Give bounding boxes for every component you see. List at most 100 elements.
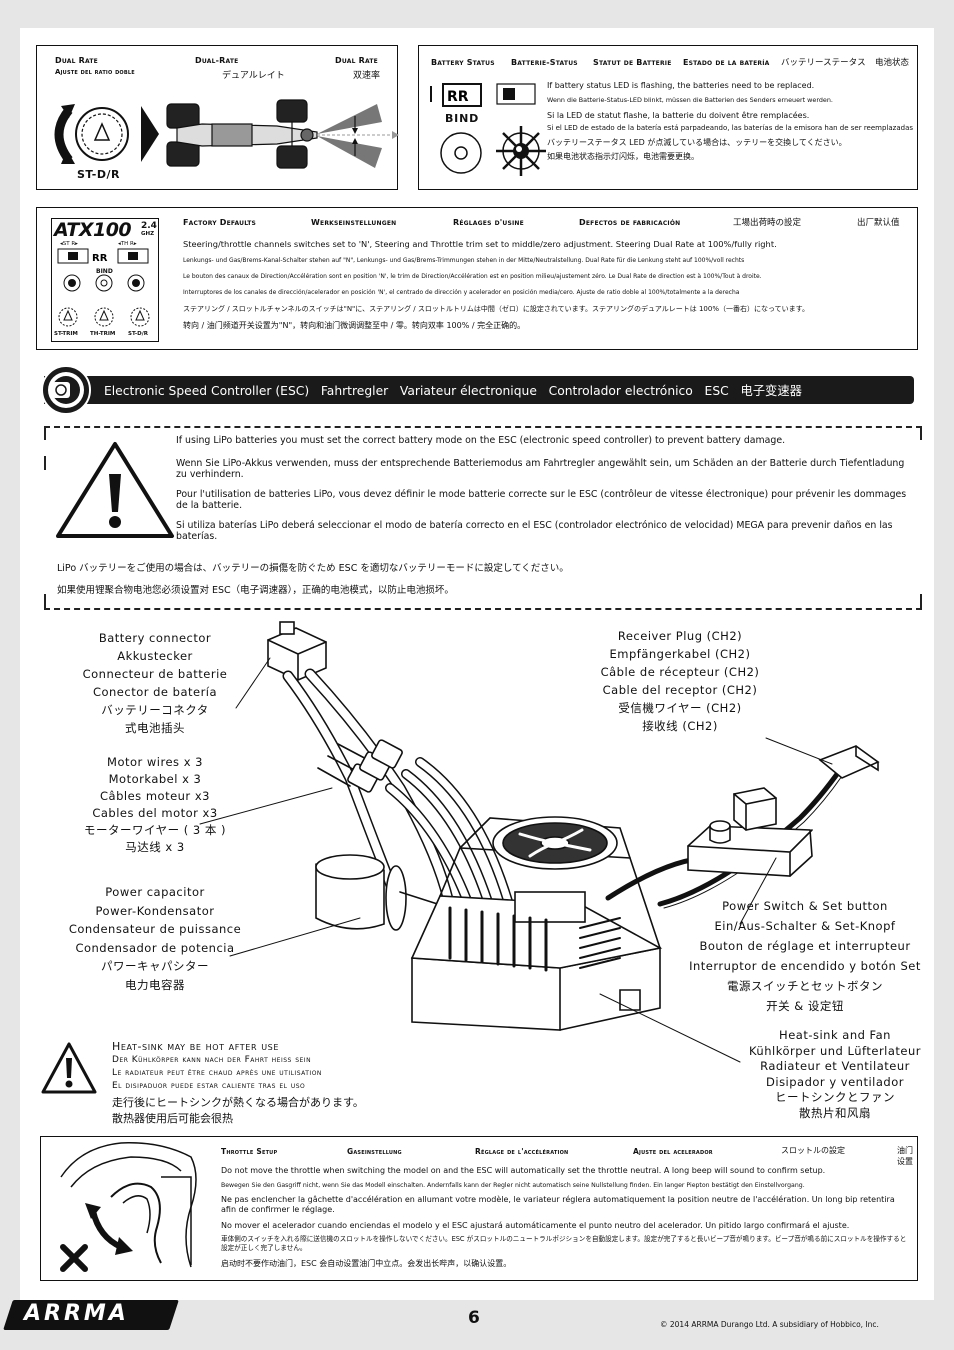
factory-header-1: Werkseinstellungen (311, 218, 397, 227)
throttle-line-zh: 启动时不要作动油门，ESC 会自动设置油门中立点。会发出长哔声，以确认设置。 (221, 1259, 512, 1268)
factory-text: Steering/throttle channels switches set … (183, 239, 909, 331)
atx100-logo: ATX100 (54, 219, 132, 241)
esc-title: Electronic Speed Controller (ESC) Fahrtr… (104, 384, 802, 398)
brand-sub: 2.4 (141, 221, 157, 231)
st-dr-knob-icon (54, 104, 129, 164)
battery-connector-icon (267, 621, 327, 681)
heatsink-fan-en: Heat-sink and Fan (779, 1028, 891, 1042)
dual-rate-label-ja: デュアルレイト (222, 71, 285, 81)
battery-status-line-en: If battery status LED is flashing, the b… (547, 81, 815, 90)
factory-line-zh: 转向 / 油门频道开关设置为"N"，转向和油门微调调整至中 / 零。转向双率 1… (183, 321, 526, 330)
battery-status-header-4: バッテリーステータス (781, 58, 866, 68)
power-capacitor-icon (315, 854, 451, 931)
transmitter-panel-diagram: ATX100 2.4 GHZ ◂ST R▸ ◂TH R▸ BIND RR ST-… (51, 218, 159, 342)
battery-connector-zh: 式电池插头 (125, 721, 185, 735)
battery-connector-ja: バッテリーコネクタ (101, 703, 209, 717)
dual-rate-panel: Dual Rate Ajuste del ratio doble Dual-Ra… (36, 45, 399, 190)
arrma-logo-text: ARRMA (24, 1301, 129, 1326)
battery-led-diagram: RR (430, 83, 546, 176)
motor-wires-de: Motorkabel x 3 (108, 772, 202, 786)
throttle-line-de: Bewegen Sie den Gasgriff nicht, wenn Sie… (221, 1182, 805, 1189)
throttle-line-ja: 車体側のスイッチを入れる際に送信機のスロットルを操作しないでください。ESC が… (221, 1235, 907, 1252)
heat-warning-icon (41, 1042, 97, 1094)
battery-status-line-zh: 如果电池状态指示灯闪烁，电池需要更换。 (547, 152, 699, 161)
dual-rate-label-en: Dual Rate (55, 56, 98, 65)
heat-warning-fr: Le radiateur peut être chaud après une u… (112, 1068, 322, 1078)
bind-label: BIND (445, 112, 480, 125)
battery-status-header-1: Batterie-Status (511, 58, 578, 67)
heatsink-fan-ja: ヒートシンクとファン (775, 1090, 895, 1104)
heat-warning-zh: 散热器使用后可能会很热 (112, 1112, 233, 1125)
steer-range-upper (317, 104, 382, 134)
factory-line-de: Lenkungs- und Gas/Brems-Kanal-Schalter s… (183, 257, 745, 264)
heatsink-fan-label: Heat-sink and Fan Kühlkörper und Lüfterl… (735, 1028, 935, 1121)
battery-status-line-ja: バッテリーステータス LED が点滅している場合は、ッテリーを交換してください。 (547, 138, 847, 147)
bind-button-icon (440, 132, 482, 174)
factory-header-4: 工場出荷時の設定 (733, 218, 802, 228)
dual-rate-label-zh: 双速率 (353, 71, 381, 81)
factory-header-2: Réglages d'usine (453, 218, 524, 227)
throttle-header-5: 油门设置 (897, 1146, 913, 1166)
dual-rate-label-fr: Ajuste del ratio doble (55, 68, 135, 76)
battery-connector-es: Conector de batería (92, 685, 218, 699)
dual-rate-label-de: Dual-Rate (195, 56, 239, 65)
receiver-plug-fr: Câble de récepteur (CH2) (600, 665, 760, 679)
lipo-warning-es: Si utiliza baterías LiPo deberá seleccio… (176, 520, 893, 542)
st-dr-label-small: ST-D/R (128, 331, 148, 337)
flashing-led-icon (496, 126, 546, 176)
power-capacitor-de: Power-Kondensator (95, 903, 215, 918)
copyright: © 2014 ARRMA Durango Ltd. A subsidiary o… (660, 1320, 879, 1329)
power-switch-fr: Bouton de réglage et interrupteur (699, 939, 911, 953)
power-capacitor-label: Power capacitor Power-Kondensator Conden… (50, 883, 260, 994)
battery-status-header-0: Battery Status (431, 58, 495, 67)
rr-logo-icon: RR (442, 83, 482, 107)
throttle-text: Do not move the throttle when switching … (221, 1165, 911, 1269)
st-r-label: ◂ST R▸ (60, 241, 78, 247)
receiver-plug-es: Cable del receptor (CH2) (602, 683, 758, 697)
throttle-line-en: Do not move the throttle when switching … (221, 1166, 826, 1175)
factory-header-5: 出厂默认值 (857, 218, 900, 228)
lipo-warning-de: Wenn Sie LiPo-Akkus verwenden, muss der … (176, 458, 905, 480)
fan-icon (492, 816, 618, 870)
battery-status-header-5: 电池状态 (875, 58, 910, 68)
throttle-header-0: Throttle Setup (221, 1147, 278, 1156)
lipo-warning-text: If using LiPo batteries you must set the… (176, 435, 910, 542)
heatsink-fan-es: Disipador y ventilador (766, 1074, 904, 1089)
battery-status-line-de: Wenn die Batterie-Status-LED blinkt, müs… (547, 96, 833, 104)
battery-status-header-2: Statut de Batterie (593, 58, 672, 67)
warning-triangle-icon (56, 442, 174, 538)
lipo-warning-ja: LiPo バッテリーをご使用の場合は、バッテリーの損傷を防ぐため ESC を適切… (57, 563, 569, 574)
brand-ghz: GHZ (141, 231, 155, 237)
lipo-warning-fr: Pour l'utilisation de batteries LiPo, vo… (176, 489, 907, 511)
dual-rate-diagram (54, 99, 399, 169)
receiver-plug-label: Receiver Plug (CH2) Empfängerkabel (CH2)… (590, 627, 770, 735)
power-switch-zh: 开关 & 设定钮 (766, 999, 844, 1013)
heat-warning-ja: 走行後にヒートシンクが熱くなる場合があります。 (112, 1096, 364, 1109)
factory-line-es: Interruptores de los canales de direcció… (183, 289, 740, 296)
esc-diagram (199, 621, 880, 1063)
throttle-trigger-diagram (60, 1142, 197, 1272)
th-trim-label: TH-TRIM (90, 331, 116, 337)
heatsink-fan-zh: 散热片和风扇 (799, 1105, 871, 1120)
battery-connector-de: Akkustecker (117, 649, 193, 663)
throttle-header-2: Réglage de l'accélération (475, 1147, 569, 1156)
battery-status-text: If battery status LED is flashing, the b… (547, 80, 913, 162)
heat-warning-text: Heat-sink may be hot after use Der Kühlk… (112, 1040, 432, 1127)
power-switch-ja: 電源スイッチとセットボタン (727, 979, 883, 993)
motor-wires-en: Motor wires x 3 (107, 755, 203, 769)
esc-body-icon (410, 816, 663, 1031)
heatsink-fan-fr: Radiateur et Ventilateur (760, 1059, 910, 1073)
power-capacitor-en: Power capacitor (105, 885, 205, 899)
battery-connector-en: Battery connector (98, 631, 212, 645)
heat-warning-en: Heat-sink may be hot after use (112, 1040, 279, 1053)
heatsink-fan-de: Kühlkörper und Lüfterlateur (748, 1043, 922, 1058)
receiver-plug-ja: 受信機ワイヤー (CH2) (618, 701, 742, 715)
th-r-label: ◂TH R▸ (118, 241, 137, 247)
st-dr-knob-label: ST-D/R (77, 168, 120, 181)
power-switch-en: Power Switch & Set button (722, 899, 888, 913)
factory-line-ja: ステアリング / スロットルチャンネルのスイッチは"N"に、ステアリング / ス… (183, 305, 809, 313)
motor-wires-ja: モーターワイヤー ( 3 本 ) (83, 823, 227, 837)
esc-section-icon (41, 365, 91, 415)
power-capacitor-es: Condensador de potencia (75, 940, 235, 955)
receiver-plug-de: Empfängerkabel (CH2) (609, 647, 751, 661)
